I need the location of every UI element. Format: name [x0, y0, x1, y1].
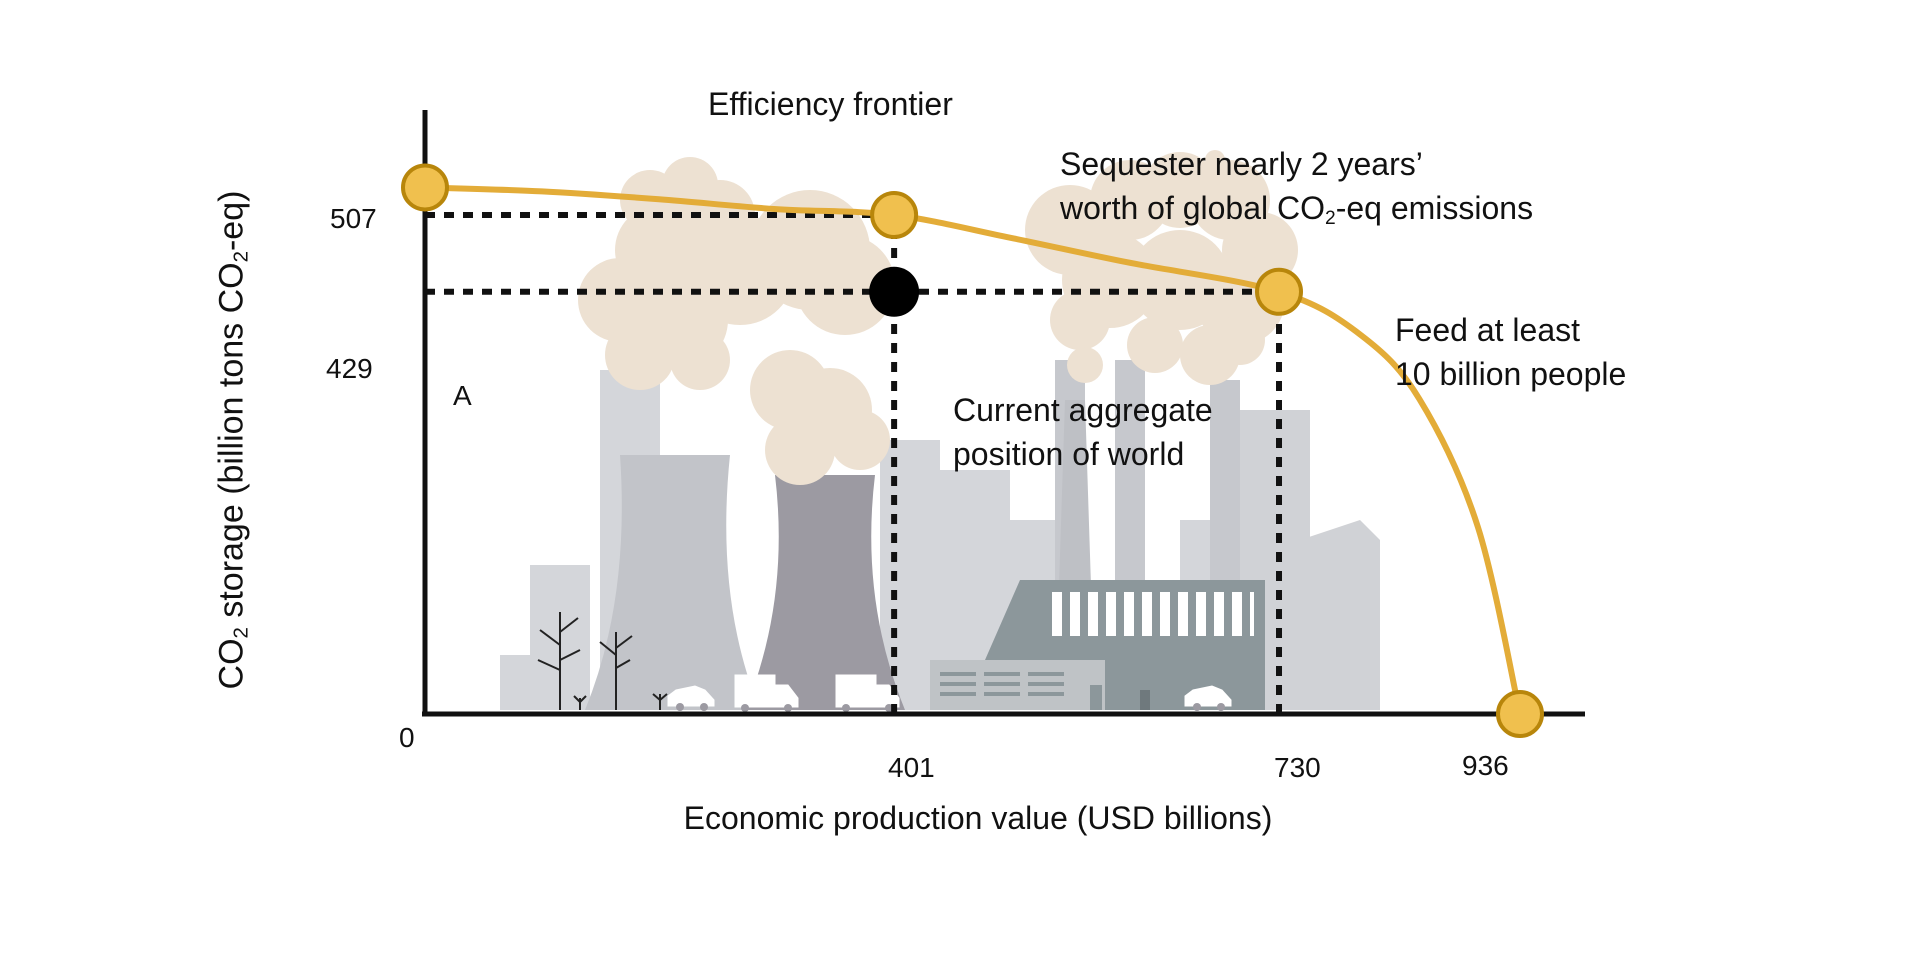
current-line-1: Current aggregate [953, 392, 1213, 428]
frontier-marker [1496, 690, 1544, 738]
frontier-annotation: Efficiency frontier [708, 86, 953, 122]
x-axis-title: Economic production value (USD billions) [683, 800, 1273, 836]
current-line-2: position of world [953, 436, 1185, 472]
efficiency-frontier-line [424, 184, 1523, 715]
frontier-marker [401, 163, 449, 212]
x-tick-label: 0 [399, 722, 415, 753]
sequester-line-1: Sequester nearly 2 years’ [1060, 146, 1423, 182]
y-tick-label: 429 [326, 353, 373, 384]
feed-line-1: Feed at least [1395, 312, 1580, 348]
guide-lines [425, 212, 1283, 714]
sequester-annotation: Sequester nearly 2 years’ worth of globa… [1060, 142, 1533, 230]
y-tick-label: 507 [330, 203, 377, 234]
feed-line-2: 10 billion people [1395, 356, 1627, 392]
feed-annotation: Feed at least 10 billion people [1395, 308, 1626, 396]
frontier-markers [401, 163, 1544, 738]
sequester-line-2: worth of global CO2-eq emissions [1060, 190, 1534, 229]
y-axis-title: CO2 storage (billion tons CO2-eq) [212, 190, 253, 690]
x-tick-label: 730 [1274, 752, 1321, 783]
x-tick-label: 936 [1462, 750, 1509, 781]
frontier-marker [870, 191, 919, 239]
current-position-annotation: Current aggregate position of world [953, 388, 1213, 476]
x-tick-label: 401 [888, 752, 935, 783]
industrial-scene-illustration [500, 150, 1380, 712]
point-a-label: A [453, 380, 472, 411]
current-position-point [869, 266, 920, 317]
frontier-marker [1255, 267, 1304, 316]
